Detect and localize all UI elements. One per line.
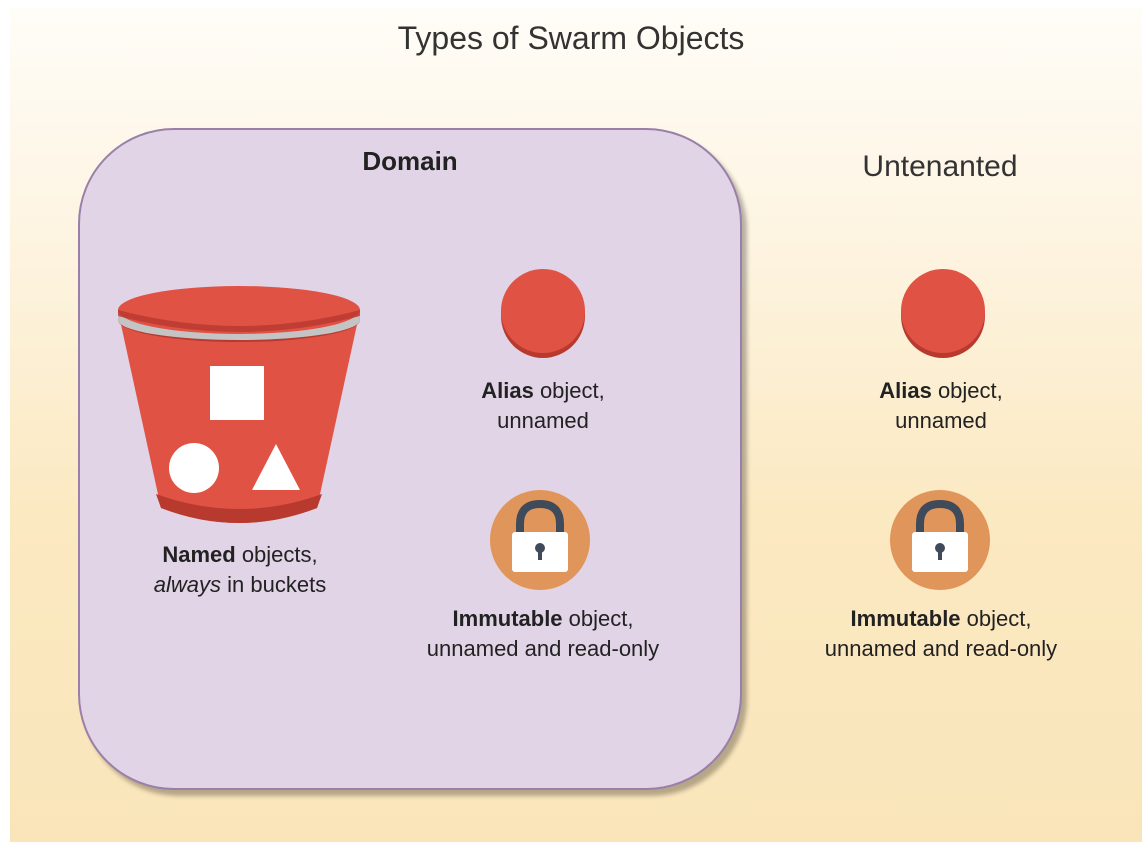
untenanted-title: Untenanted (862, 150, 1018, 183)
untenanted-immutable-caption-bold: Immutable (850, 606, 961, 631)
domain-title: Domain (362, 146, 458, 176)
domain-alias-caption-rest: object, (533, 378, 605, 403)
bucket-caption-rest: objects, (235, 542, 318, 567)
untenanted-alias-caption-rest: object, (931, 378, 1003, 403)
circle-shape (169, 443, 219, 493)
bucket-caption-tail: in buckets (221, 572, 327, 597)
domain-immutable-caption-rest: object, (562, 606, 634, 631)
bucket-caption-bold: Named (162, 542, 236, 567)
domain-alias-caption: Alias object, unnamed (400, 376, 686, 436)
alias-sphere-icon (501, 269, 585, 358)
untenanted-alias-caption-bold: Alias (879, 378, 932, 403)
untenanted-immutable-caption-rest: object, (960, 606, 1032, 631)
domain-immutable-caption-bold: Immutable (452, 606, 563, 631)
bucket-icon (118, 286, 360, 523)
bucket-caption: Named objects, always in buckets (110, 540, 370, 600)
alias-sphere-icon (901, 269, 985, 358)
square-shape (210, 366, 264, 420)
bucket-caption-italic: always (153, 572, 222, 597)
domain-immutable-caption: Immutable object, unnamed and read-only (380, 604, 706, 664)
lock-icon (490, 490, 590, 590)
triangle-shape (252, 444, 300, 490)
untenanted-immutable-caption: Immutable object, unnamed and read-only (778, 604, 1104, 664)
untenanted-immutable-caption-line2: unnamed and read-only (824, 636, 1058, 661)
untenanted-alias-caption-line2: unnamed (895, 408, 987, 433)
lock-icon (890, 490, 990, 590)
domain-alias-caption-bold: Alias (481, 378, 534, 403)
domain-immutable-caption-line2: unnamed and read-only (426, 636, 660, 661)
domain-alias-caption-line2: unnamed (497, 408, 589, 433)
diagram-title: Types of Swarm Objects (397, 20, 745, 56)
untenanted-alias-caption: Alias object, unnamed (798, 376, 1084, 436)
